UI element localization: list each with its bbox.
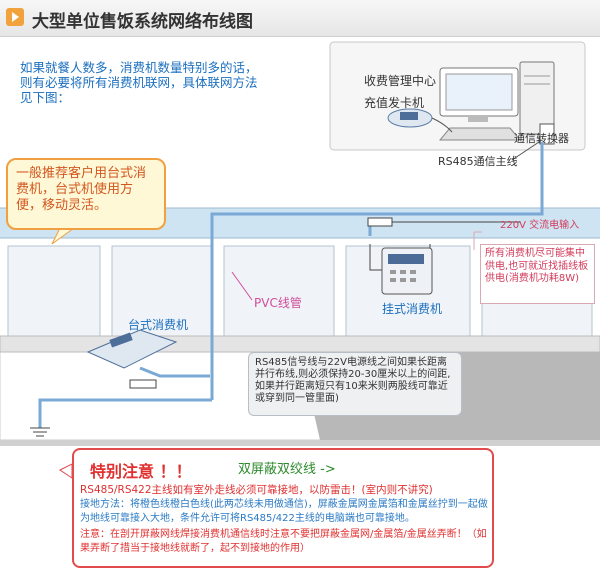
cable-type-label: 双屏蔽双绞线 -> xyxy=(238,462,336,477)
power-strip-top xyxy=(367,217,393,227)
intro-text: 如果就餐人数多，消费机数量特别多的话，则有必要将所有消费机联网，具体联网方法见下… xyxy=(20,60,258,105)
desktop-recommend-note: 一般推荐客户用台式消费机，台式机使用方便，移动灵活。 xyxy=(6,158,166,230)
power-supply-note: 所有消费机尽可能集中供电,也可就近找插线板供电(消费机功耗8W) xyxy=(480,244,595,304)
power-input-label: 220V 交流电输入 xyxy=(500,220,580,231)
wiring-spacing-note: RS485信号线与22V电源线之间如果长距离并行布线,则必须保持20-30厘米以… xyxy=(248,352,462,416)
page-title: 大型单位售饭系统网络布线图 xyxy=(32,12,253,32)
warning-box: 特别注意 ！！ 双屏蔽双绞线 -> RS485/RS422主线如有室外走线必须可… xyxy=(72,448,494,568)
pc-label-center: 收费管理中心 xyxy=(364,74,437,88)
warning-title: 特别注意 ！！ xyxy=(90,462,192,481)
wall-terminal-label: 挂式消费机 xyxy=(382,302,443,316)
pc-label-issuer: 充值发卡机 xyxy=(364,96,425,110)
wall-terminal xyxy=(369,244,433,295)
ground-symbol xyxy=(30,427,50,437)
desktop-terminal xyxy=(86,329,178,369)
warning-caution-line: 注意：在剖开屏蔽网线焊接消费机通信线时注意不要把屏蔽金属网/金属箔/金属丝弄断！… xyxy=(80,529,487,554)
arrow-icon xyxy=(6,8,24,26)
cable-lines xyxy=(38,142,544,428)
converter xyxy=(539,123,555,145)
desktop-terminal-label: 台式消费机 xyxy=(128,318,189,332)
rs485-main-label: RS485通信主线 xyxy=(438,155,518,168)
warning-grounding-line: RS485/RS422主线如有室外走线必须可靠接地，以防雷击！(室内则不讲究) xyxy=(80,484,433,496)
pc-tower xyxy=(519,61,555,135)
converter-label: 通信转换器 xyxy=(514,132,569,145)
warning-method-line: 接地方法：将橙色线橙白色线(此两芯线未用做通信)，屏蔽金属网金属箔和金属丝拧到一… xyxy=(80,499,488,524)
pvc-label: PVC线管 xyxy=(254,296,302,310)
title-bar: 大型单位售饭系统网络布线图 xyxy=(0,0,600,37)
power-strip-counter xyxy=(129,379,157,389)
